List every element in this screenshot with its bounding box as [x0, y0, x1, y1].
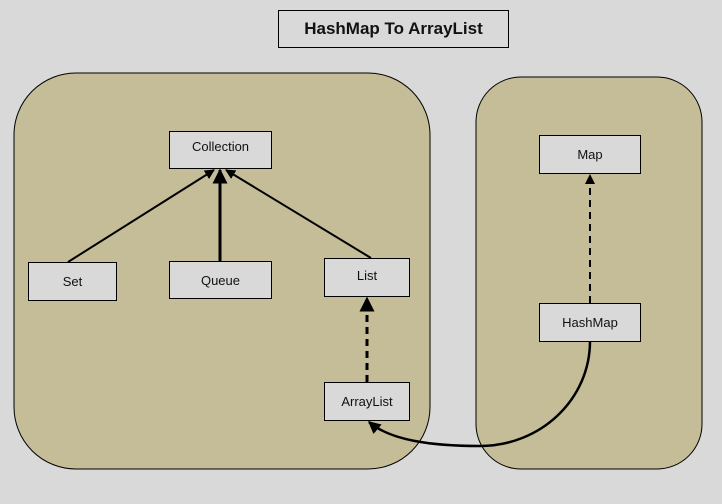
node-hashmap: HashMap [539, 303, 641, 342]
node-collection: Collection [169, 131, 272, 169]
set-to-collection-arrow [67, 169, 215, 263]
node-arraylist: ArrayList [324, 382, 410, 421]
node-list: List [324, 258, 410, 297]
node-map: Map [539, 135, 641, 174]
diagram-title: HashMap To ArrayList [278, 10, 509, 48]
node-queue: Queue [169, 261, 272, 299]
hashmap-to-arraylist-arrow [368, 340, 592, 448]
list-to-collection-arrow [225, 169, 372, 259]
node-set: Set [28, 262, 117, 301]
